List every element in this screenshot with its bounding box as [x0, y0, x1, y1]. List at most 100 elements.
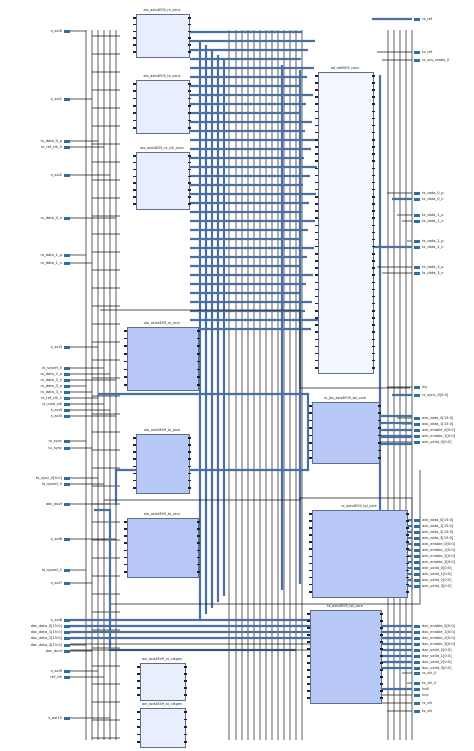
- right-port-connector[interactable]: [414, 385, 420, 389]
- right-port-connector[interactable]: [414, 636, 420, 640]
- right-port-connector[interactable]: [414, 245, 420, 249]
- ip-block[interactable]: [136, 434, 190, 494]
- right-port-connector[interactable]: [414, 693, 420, 697]
- ip-block[interactable]: [312, 402, 380, 464]
- left-port-connector[interactable]: [64, 624, 70, 628]
- right-port-connector[interactable]: [414, 630, 420, 634]
- right-port-connector[interactable]: [414, 624, 420, 628]
- right-port-connector[interactable]: [414, 58, 420, 62]
- ip-block[interactable]: [127, 518, 199, 578]
- right-port-connector[interactable]: [414, 666, 420, 670]
- right-port-connector[interactable]: [414, 530, 420, 534]
- right-port-connector[interactable]: [414, 566, 420, 570]
- right-port-connector[interactable]: [414, 213, 420, 217]
- left-port-connector[interactable]: [64, 675, 70, 679]
- right-port-connector[interactable]: [414, 709, 420, 713]
- left-port-connector[interactable]: [64, 396, 70, 400]
- left-port-connector[interactable]: [64, 414, 70, 418]
- right-port-connector[interactable]: [414, 554, 420, 558]
- left-port-connector[interactable]: [64, 253, 70, 257]
- left-port-connector[interactable]: [64, 476, 70, 480]
- left-port-connector[interactable]: [64, 345, 70, 349]
- ip-block[interactable]: [136, 14, 190, 58]
- block-pin: [372, 302, 375, 305]
- left-port-connector[interactable]: [64, 139, 70, 143]
- right-port-connector[interactable]: [414, 687, 420, 691]
- left-port-connector[interactable]: [64, 402, 70, 406]
- ip-block[interactable]: [140, 708, 186, 748]
- left-port-connector[interactable]: [64, 581, 70, 585]
- left-port-connector[interactable]: [64, 261, 70, 265]
- left-port-connector[interactable]: [64, 630, 70, 634]
- ip-block[interactable]: [318, 72, 374, 374]
- right-port-connector[interactable]: [414, 671, 420, 675]
- ip-block[interactable]: [312, 510, 408, 598]
- ip-block[interactable]: [136, 152, 190, 210]
- right-port-connector[interactable]: [414, 440, 420, 444]
- right-port-connector[interactable]: [414, 434, 420, 438]
- left-port-connector[interactable]: [64, 378, 70, 382]
- right-port-connector[interactable]: [414, 518, 420, 522]
- left-port-connector[interactable]: [64, 97, 70, 101]
- left-port-connector[interactable]: [64, 482, 70, 486]
- block-pin: [315, 245, 318, 248]
- right-port-connector[interactable]: [414, 536, 420, 540]
- left-port-connector[interactable]: [64, 537, 70, 541]
- left-port-connector[interactable]: [64, 618, 70, 622]
- right-port-label: dac_valid_2[0:0]: [422, 660, 452, 664]
- right-port-connector[interactable]: [414, 265, 420, 269]
- right-port-connector[interactable]: [414, 191, 420, 195]
- right-port-connector[interactable]: [414, 50, 420, 54]
- block-pin: [378, 427, 381, 429]
- ip-block[interactable]: [136, 80, 190, 134]
- right-port-connector[interactable]: [414, 578, 420, 582]
- right-port-connector[interactable]: [414, 393, 420, 397]
- right-port-connector[interactable]: [414, 422, 420, 426]
- right-port-connector[interactable]: [414, 548, 420, 552]
- right-port-label: tx_data_1_n: [422, 219, 444, 223]
- right-port-connector[interactable]: [414, 681, 420, 685]
- ip-block[interactable]: [140, 663, 186, 701]
- left-port-connector[interactable]: [64, 372, 70, 376]
- left-port-connector[interactable]: [64, 716, 70, 720]
- right-port-connector[interactable]: [414, 17, 420, 21]
- left-port-connector[interactable]: [64, 145, 70, 149]
- right-port-connector[interactable]: [414, 660, 420, 664]
- left-port-connector[interactable]: [64, 643, 70, 647]
- right-port-label: tx_ref: [422, 50, 433, 54]
- ip-block[interactable]: [310, 610, 382, 704]
- right-port-connector[interactable]: [414, 642, 420, 646]
- right-port-connector[interactable]: [414, 416, 420, 420]
- left-port-connector[interactable]: [64, 408, 70, 412]
- left-port-connector[interactable]: [64, 636, 70, 640]
- right-port-connector[interactable]: [414, 560, 420, 564]
- left-port-connector[interactable]: [64, 439, 70, 443]
- right-port-connector[interactable]: [414, 572, 420, 576]
- right-port-connector[interactable]: [414, 239, 420, 243]
- right-port-connector[interactable]: [414, 271, 420, 275]
- right-port-connector[interactable]: [414, 197, 420, 201]
- left-port-connector[interactable]: [64, 384, 70, 388]
- left-port-connector[interactable]: [64, 390, 70, 394]
- left-port-connector[interactable]: [64, 649, 70, 653]
- block-pin: [137, 718, 140, 720]
- right-port-connector[interactable]: [414, 584, 420, 588]
- right-port-connector[interactable]: [414, 428, 420, 432]
- left-port-connector[interactable]: [64, 502, 70, 506]
- right-port-connector[interactable]: [414, 542, 420, 546]
- block-pin: [309, 548, 312, 550]
- left-port-connector[interactable]: [64, 216, 70, 220]
- left-port-connector[interactable]: [64, 29, 70, 33]
- right-port-connector[interactable]: [414, 654, 420, 658]
- right-port-connector[interactable]: [414, 648, 420, 652]
- left-port-connector[interactable]: [64, 568, 70, 572]
- block-pin: [137, 711, 140, 713]
- right-port-connector[interactable]: [414, 219, 420, 223]
- right-port-connector[interactable]: [414, 701, 420, 705]
- left-port-connector[interactable]: [64, 173, 70, 177]
- left-port-connector[interactable]: [64, 366, 70, 370]
- left-port-connector[interactable]: [64, 446, 70, 450]
- left-port-connector[interactable]: [64, 669, 70, 673]
- ip-block[interactable]: [127, 327, 199, 391]
- right-port-connector[interactable]: [414, 524, 420, 528]
